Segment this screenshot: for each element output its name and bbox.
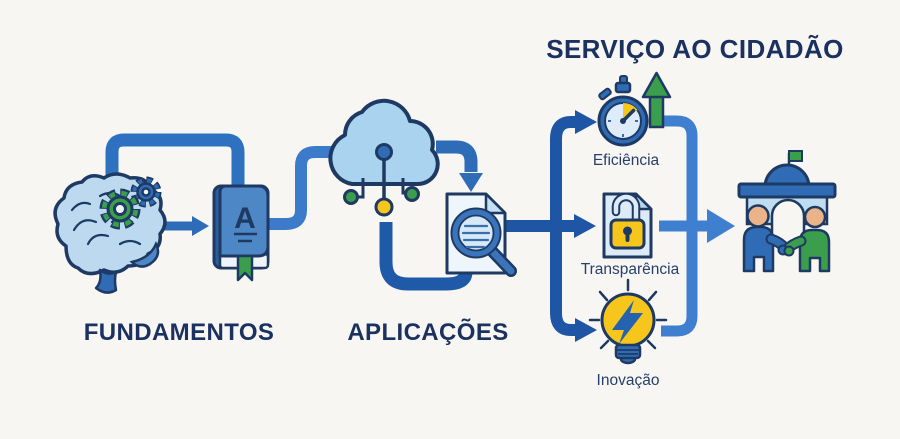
branch-label-eficiencia: Eficiência xyxy=(593,152,660,169)
branch-label-inovacao: Inovação xyxy=(597,372,660,389)
bookmark-ribbon-icon xyxy=(236,254,254,282)
book-letter: A xyxy=(234,202,256,235)
connector-book-to-cloud xyxy=(266,146,332,230)
dome-icon xyxy=(763,163,811,189)
branch-label-transparencia: Transparência xyxy=(581,261,680,278)
connector-top-bracket xyxy=(105,133,245,186)
converge-arrow-to-building xyxy=(659,115,735,337)
book-icon: A xyxy=(212,184,270,282)
person-blue-icon xyxy=(742,204,792,273)
person-green-icon xyxy=(780,205,831,273)
lightbulb-bolt-icon xyxy=(588,278,668,365)
arrow-cloud-to-document xyxy=(436,140,483,192)
stage-label-aplicacoes: APLICAÇÕES xyxy=(347,318,508,346)
diagram-title: SERVIÇO AO CIDADÃO xyxy=(546,34,844,64)
cloud-network-icon xyxy=(328,98,440,217)
flag-icon xyxy=(788,150,803,162)
unlocked-document-icon xyxy=(602,192,653,259)
lightning-bolt-icon xyxy=(612,300,643,344)
arch-icon xyxy=(770,198,806,242)
arrow-brain-to-book xyxy=(164,216,209,236)
growth-arrow-icon xyxy=(641,71,672,129)
document-magnifier-icon xyxy=(445,192,517,277)
handshake-icon xyxy=(777,244,795,257)
government-building-handshake-icon xyxy=(737,150,837,273)
stage-label-fundamentos: FUNDAMENTOS xyxy=(84,319,275,346)
stopwatch-icon xyxy=(597,75,649,147)
stopwatch-growth-arrow-icon xyxy=(597,71,672,147)
gear-icon xyxy=(99,188,141,230)
branch-arrows xyxy=(505,110,597,342)
connector-cloud-to-document-u xyxy=(379,222,473,291)
brain-with-gears-icon xyxy=(53,172,167,294)
gear-icon xyxy=(130,176,162,208)
